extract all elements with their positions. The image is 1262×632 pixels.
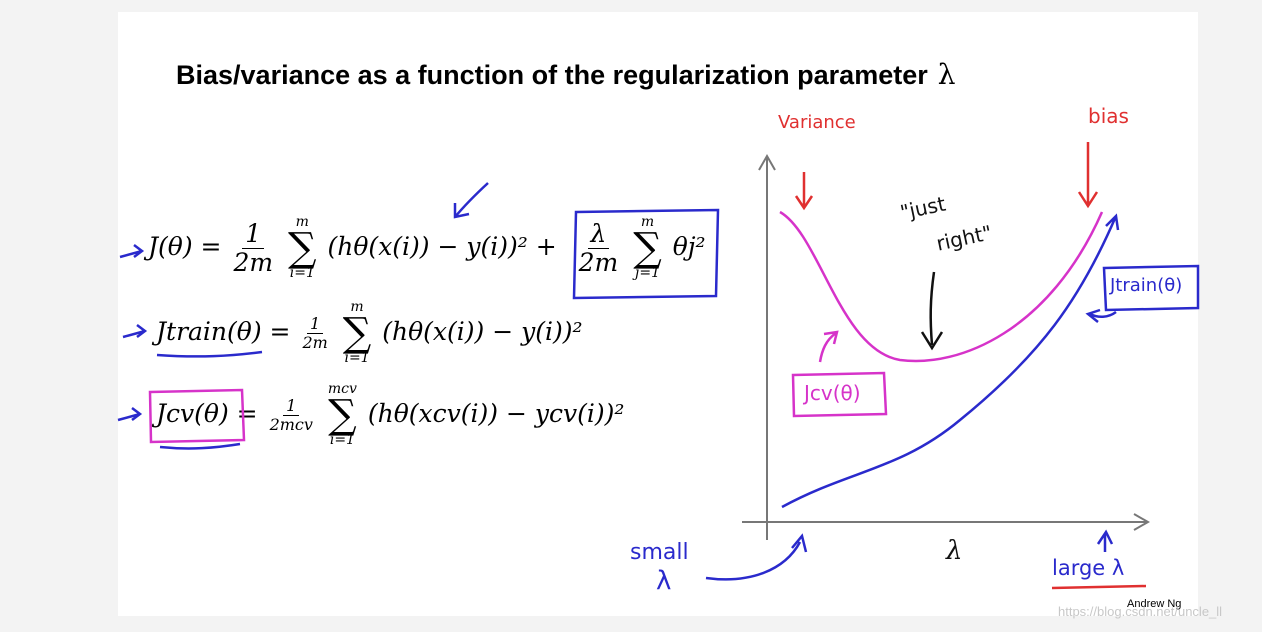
sigma-icon: ∑: [633, 225, 662, 272]
eq-j-reg-den: 2m: [578, 247, 619, 277]
small-label: small: [630, 540, 689, 565]
title-text: Bias/variance as a function of the regul…: [176, 60, 928, 90]
eq-jcv-sum-bot: i=1: [329, 432, 355, 449]
eq-j-reg-body: θj²: [672, 231, 706, 261]
eq-jcv-sum-top: mcv: [327, 381, 357, 397]
sigma-icon: ∑: [288, 225, 317, 272]
large-lambda-underline: [1051, 584, 1147, 590]
bias-arrow: [1077, 142, 1099, 209]
eq-jtrain-frac-num: 1: [307, 315, 324, 334]
jtrain-label-arrow: [1085, 308, 1117, 323]
jcv-curve: [779, 210, 1104, 363]
eq-j-frac-num: 1: [242, 220, 265, 249]
eq-j-sum: m ∑ i=1: [288, 214, 317, 282]
reg-term-arrow: [453, 182, 489, 219]
jtrain-label-box: [1102, 264, 1200, 312]
eq-j-fraction: 1 2m: [233, 220, 273, 276]
eq-jtrain-sum-top: m: [350, 299, 364, 315]
eq-j-reg-num: λ: [587, 220, 610, 249]
reg-term-box: [572, 208, 720, 300]
jcv-label-box: [791, 371, 888, 418]
equation-jcv: Jcv(θ) = 1 2mcv mcv ∑ i=1 (hθ(xcv(i)) − …: [156, 381, 625, 449]
eq-j-lhs: J(θ) =: [148, 231, 222, 261]
large-lambda-label: large λ: [1052, 556, 1125, 580]
eq-jtrain-frac-den: 2m: [302, 332, 328, 352]
equation-jtrain: Jtrain(θ) = 1 2m m ∑ i=1 (hθ(x(i)) − y(i…: [156, 299, 583, 367]
bias-label: bias: [1088, 104, 1129, 128]
eq-j-sum-bot: i=1: [289, 265, 315, 282]
x-axis-label: λ: [946, 536, 963, 566]
jtrain-handwritten-label: Jtrain(θ): [1110, 275, 1183, 296]
eq-jcv-frac-num: 1: [283, 397, 300, 416]
eq2-pointer-arrow: [122, 324, 148, 339]
author-name: Andrew Ng: [1127, 598, 1182, 610]
eq1-pointer-arrow: [119, 244, 145, 259]
eq-jcv-frac-den: 2mcv: [269, 414, 313, 434]
eq-jtrain-fraction: 1 2m: [302, 315, 327, 351]
eq-jtrain-lhs: Jtrain(θ) =: [156, 316, 291, 346]
sigma-icon: ∑: [342, 310, 372, 357]
eq-j-reg-sum-top: m: [640, 214, 655, 230]
eq-jcv-sum: mcv ∑ i=1: [327, 381, 357, 449]
eq3-pointer-arrow: [117, 407, 143, 422]
jtrain-underline: [156, 350, 263, 358]
jtrain-curve: [781, 213, 1120, 509]
slide-title: Bias/variance as a function of the regul…: [176, 58, 955, 91]
slide: [118, 12, 1198, 616]
variance-label: Variance: [778, 112, 856, 133]
large-lambda-arrow: [1096, 529, 1114, 552]
eq-j-reg-fraction: λ 2m: [579, 220, 619, 276]
jcv-underline: [159, 442, 241, 450]
eq-jtrain-sum-bot: i=1: [344, 350, 370, 367]
title-lambda: λ: [937, 58, 956, 91]
eq-j-frac-den: 2m: [233, 247, 274, 277]
jcv-box: [148, 388, 246, 444]
eq-jcv-fraction: 1 2mcv: [270, 397, 313, 433]
eq-jcv-lhs: Jcv(θ): [156, 398, 229, 428]
small-lambda-arrow: [705, 533, 808, 581]
jcv-handwritten-label: Jcv(θ): [804, 381, 861, 405]
y-axis: [758, 153, 776, 540]
eq-j-sum-top: m: [295, 214, 309, 230]
sigma-icon: ∑: [328, 392, 357, 439]
eq-j-reg-sum: m ∑ j=1: [633, 214, 662, 282]
watermark: https://blog.csdn.net/uncle_ll: [1058, 604, 1223, 619]
jcv-label-arrow: [818, 330, 839, 363]
just-right-arrow: [920, 271, 944, 351]
eq-jcv-body: (hθ(xcv(i)) − ycv(i))²: [367, 398, 625, 428]
equation-j: J(θ) = 1 2m m ∑ i=1 (hθ(x(i)) − y(i))² +…: [148, 214, 706, 282]
eq-j-body: (hθ(x(i)) − y(i))² +: [327, 231, 557, 261]
small-lambda-symbol: λ: [656, 566, 672, 596]
variance-arrow: [794, 172, 814, 211]
eq-jtrain-sum: m ∑ i=1: [342, 299, 372, 367]
eq-jtrain-body: (hθ(x(i)) − y(i))²: [382, 316, 583, 346]
eq-j-reg-sum-bot: j=1: [635, 265, 660, 282]
x-axis: [742, 513, 1151, 531]
